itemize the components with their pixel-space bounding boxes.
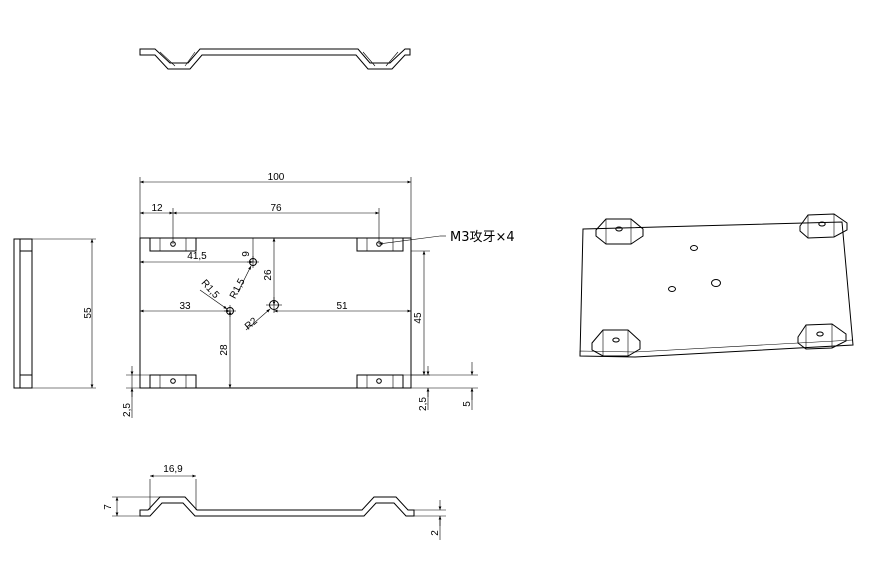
dim-edge-left: 2,5 — [122, 403, 133, 417]
front-view: 100 12 76 M3攻牙×4 41,5 9 26 R1,5 R1,5 R2 … — [122, 172, 515, 418]
hole-spec-label: M3攻牙×4 — [450, 230, 515, 245]
bottom-view: 16,9 7 2 — [103, 464, 446, 540]
dim-left-33: 33 — [179, 301, 191, 312]
dim-center-hole-x: 41,5 — [187, 251, 207, 262]
dim-radius-1: R1,5 — [199, 278, 222, 301]
dim-overall-width: 100 — [268, 172, 285, 183]
dim-vertical-26: 26 — [263, 269, 274, 281]
isometric-view — [579, 213, 854, 358]
dim-step-width: 16,9 — [163, 464, 183, 475]
dim-flange-5: 5 — [462, 401, 473, 407]
dim-step-height: 7 — [103, 504, 114, 510]
dim-hole-pitch-x: 76 — [270, 203, 282, 214]
dim-radius-3: R2 — [243, 315, 260, 332]
dim-hole-offset-left: 12 — [151, 203, 163, 214]
dim-thickness: 2 — [430, 530, 441, 536]
dim-vertical-28: 28 — [219, 344, 230, 356]
dim-vertical-45: 45 — [413, 312, 424, 324]
dim-edge-right: 2,5 — [418, 397, 429, 411]
left-side-view: 55 — [13, 238, 96, 389]
dim-height-55: 55 — [83, 307, 94, 319]
dim-right-51: 51 — [336, 301, 348, 312]
top-view — [139, 48, 411, 70]
dim-radius-2: R1,5 — [228, 277, 248, 301]
dim-center-hole-offset: 9 — [241, 251, 252, 257]
